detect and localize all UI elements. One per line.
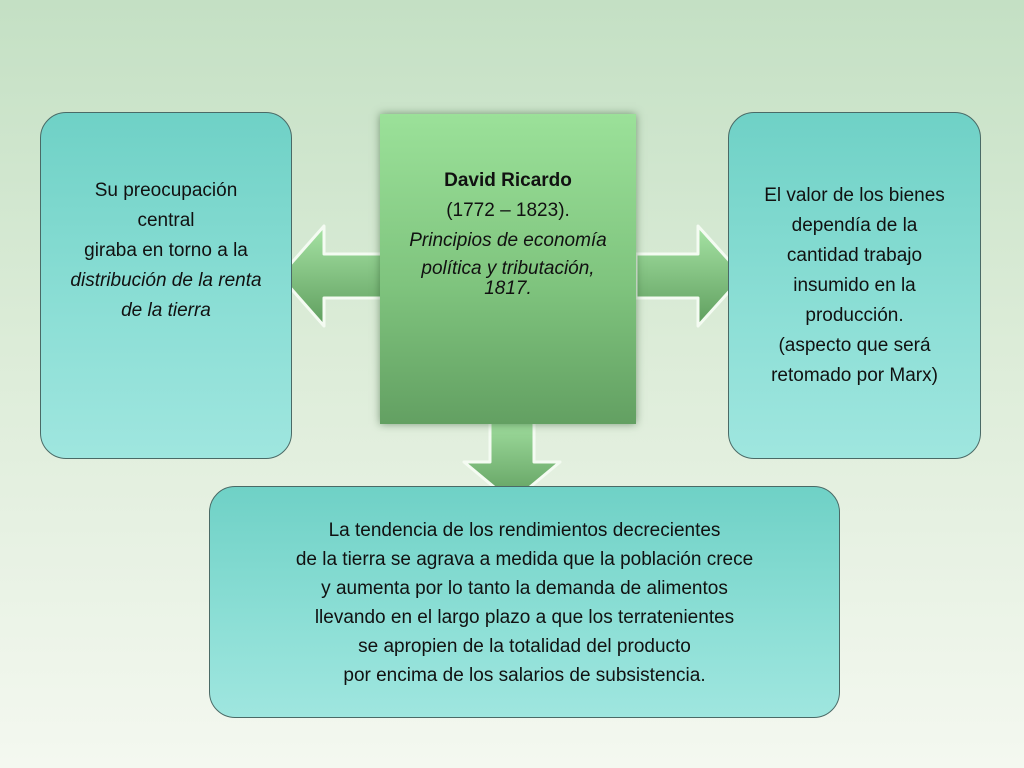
right-node: El valor de los bienes dependía de la ca… (728, 112, 981, 459)
left-node-line-4: distribución de la renta (70, 269, 262, 291)
bottom-node-line-1: La tendencia de los rendimientos decreci… (328, 520, 721, 541)
right-node-line-1: El valor de los bienes (764, 184, 945, 206)
center-node-work-line-2: política y tributación, (421, 258, 595, 279)
left-node-line-5: de la tierra (121, 299, 211, 321)
right-node-line-3: cantidad trabajo (786, 244, 923, 266)
right-node-line-2: dependía de la (791, 214, 918, 236)
left-arrow (278, 224, 384, 328)
bottom-node-line-6: por encima de los salarios de subsistenc… (343, 665, 706, 686)
right-node-line-4: insumido en la (793, 274, 916, 296)
center-node-work-line-3: 1817. (484, 278, 532, 299)
bottom-node-line-4: llevando en el largo plazo a que los ter… (314, 607, 735, 628)
right-node-line-7: retomado por Marx) (771, 364, 938, 386)
down-arrow (462, 420, 562, 504)
bottom-node-line-5: se apropien de la totalidad del producto (358, 636, 691, 657)
center-node: David Ricardo (1772 – 1823). Principios … (380, 114, 636, 424)
center-node-name: David Ricardo (444, 170, 572, 191)
right-arrow (634, 224, 745, 328)
left-node: Su preocupación central giraba en torno … (40, 112, 292, 459)
left-node-line-2: central (137, 209, 195, 231)
bottom-node-line-2: de la tierra se agrava a medida que la p… (295, 549, 754, 570)
bottom-node: La tendencia de los rendimientos decreci… (209, 486, 840, 718)
right-node-line-5: producción. (805, 304, 904, 326)
bottom-node-line-3: y aumenta por lo tanto la demanda de ali… (321, 578, 728, 599)
right-node-line-6: (aspecto que será (778, 334, 931, 356)
left-node-line-3: giraba en torno a la (84, 239, 248, 261)
center-node-work-line-1: Principios de economía (409, 230, 607, 251)
center-node-years: (1772 – 1823). (446, 200, 570, 221)
left-node-line-1: Su preocupación (94, 179, 238, 201)
